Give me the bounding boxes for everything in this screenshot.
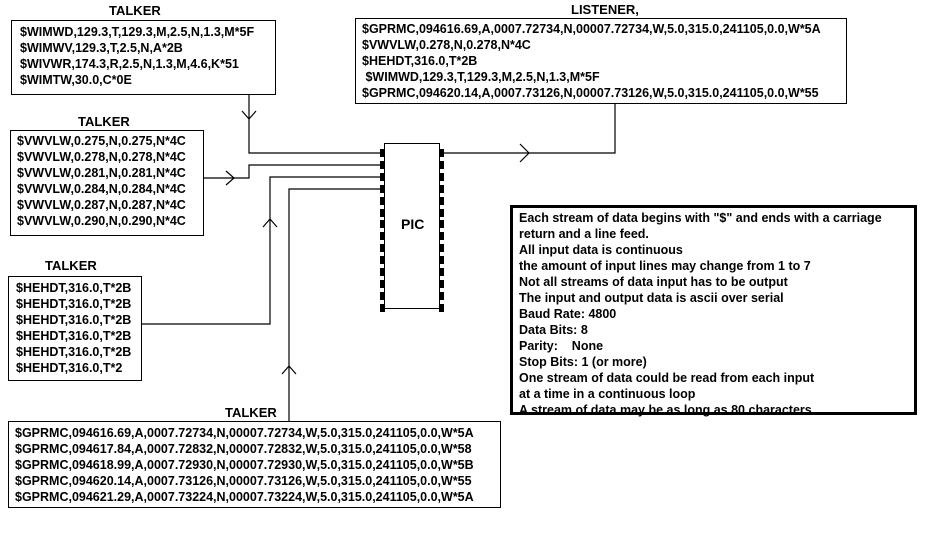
- chip-pin-left: [380, 149, 385, 157]
- arrow-up-icon: [262, 218, 278, 228]
- note-line: One stream of data could be read from ea…: [519, 371, 815, 385]
- chip-pin-left: [380, 268, 385, 276]
- talker-3-line: $HEHDT,316.0,T*2B: [16, 297, 132, 311]
- talker-1-line: $WIVWR,174.3,R,2.5,N,1.3,M,4.6,K*51: [20, 57, 239, 71]
- talker-2-line: $VWVLW,0.275,N,0.275,N*4C: [17, 134, 186, 148]
- chip-pin-left: [380, 303, 385, 312]
- arrow-up-icon: [281, 365, 297, 375]
- chip-pin-left: [380, 244, 385, 253]
- arrow-right-icon: [519, 143, 530, 163]
- chip-pin-left: [380, 208, 385, 217]
- chip-pin-left: [380, 184, 385, 193]
- note-line: Each stream of data begins with "$" and …: [519, 211, 882, 225]
- talker-2-label: TALKER: [78, 114, 130, 129]
- talker-2-line: $VWVLW,0.287,N,0.287,N*4C: [17, 198, 186, 212]
- chip-pin-left: [380, 279, 385, 288]
- chip-pin-right: [439, 196, 444, 205]
- chip-pin-left: [380, 172, 385, 181]
- wire-listener: [441, 103, 616, 154]
- listener-line: $WIMWD,129.3,T,129.3,M,2.5,N,1.3,M*5F: [362, 70, 600, 84]
- wire-talker-1: [248, 94, 381, 154]
- wire-talker-3: [141, 176, 381, 325]
- chip-pin-right: [439, 268, 444, 276]
- talker-2-line: $VWVLW,0.278,N,0.278,N*4C: [17, 150, 186, 164]
- chip-pin-right: [439, 232, 444, 241]
- wire-talker-2: [203, 164, 381, 179]
- talker-2-box: $VWVLW,0.275,N,0.275,N*4C $VWVLW,0.278,N…: [10, 130, 204, 236]
- listener-label: LISTENER,: [571, 2, 639, 17]
- talker-4-box: $GPRMC,094616.69,A,0007.72734,N,00007.72…: [8, 421, 501, 508]
- chip-pin-right: [439, 208, 444, 217]
- listener-line: $GPRMC,094620.14,A,0007.73126,N,00007.73…: [362, 86, 819, 100]
- pic-chip-label: PIC: [401, 216, 425, 232]
- talker-4-line: $GPRMC,094617.84,A,0007.72832,N,00007.72…: [15, 442, 472, 456]
- talker-3-line: $HEHDT,316.0,T*2B: [16, 329, 132, 343]
- chip-pin-left: [380, 160, 385, 169]
- chip-pin-right: [439, 149, 444, 157]
- talker-2-line: $VWVLW,0.281,N,0.281,N*4C: [17, 166, 186, 180]
- talker-3-label: TALKER: [45, 258, 97, 273]
- listener-box: $GPRMC,094616.69,A,0007.72734,N,00007.72…: [355, 18, 847, 104]
- chip-pin-right: [439, 279, 444, 288]
- listener-line: $VWVLW,0.278,N,0.278,N*4C: [362, 38, 531, 52]
- talker-1-line: $WIMTW,30.0,C*0E: [20, 73, 132, 87]
- chip-pin-right: [439, 160, 444, 169]
- chip-pin-left: [380, 196, 385, 205]
- chip-pin-right: [439, 184, 444, 193]
- note-line: the amount of input lines may change fro…: [519, 259, 811, 273]
- talker-3-line: $HEHDT,316.0,T*2B: [16, 345, 132, 359]
- note-line: return and a line feed.: [519, 227, 649, 241]
- chip-pin-right: [439, 303, 444, 312]
- chip-pin-left: [380, 291, 385, 300]
- chip-pin-right: [439, 291, 444, 300]
- chip-pin-left: [380, 232, 385, 241]
- chip-pin-right: [439, 244, 444, 253]
- note-line: The input and output data is ascii over …: [519, 291, 784, 305]
- chip-pin-right: [439, 256, 444, 265]
- note-line: at a time in a continuous loop: [519, 387, 696, 401]
- talker-4-line: $GPRMC,094616.69,A,0007.72734,N,00007.72…: [15, 426, 474, 440]
- chip-pin-left: [380, 256, 385, 265]
- talker-2-line: $VWVLW,0.284,N,0.284,N*4C: [17, 182, 186, 196]
- note-line: A stream of data may be as long as 80 ch…: [519, 403, 812, 417]
- arrow-down-icon: [241, 110, 257, 120]
- requirements-notes-box: Each stream of data begins with "$" and …: [510, 205, 917, 417]
- talker-3-line: $HEHDT,316.0,T*2: [16, 361, 123, 375]
- chip-pin-left: [380, 220, 385, 229]
- note-line: Baud Rate: 4800: [519, 307, 617, 321]
- talker-4-label: TALKER: [225, 405, 277, 420]
- talker-3-box: $HEHDT,316.0,T*2B $HEHDT,316.0,T*2B $HEH…: [8, 276, 142, 381]
- note-line: Stop Bits: 1 (or more): [519, 355, 647, 369]
- talker-2-line: $VWVLW,0.290,N,0.290,N*4C: [17, 214, 186, 228]
- wire-talker-4: [288, 188, 381, 421]
- talker-3-line: $HEHDT,316.0,T*2B: [16, 313, 132, 327]
- talker-4-line: $GPRMC,094618.99,A,0007.72930,N,00007.72…: [15, 458, 474, 472]
- talker-4-line: $GPRMC,094620.14,A,0007.73126,N,00007.73…: [15, 474, 472, 488]
- listener-line: $HEHDT,316.0,T*2B: [362, 54, 478, 68]
- talker-1-line: $WIMWD,129.3,T,129.3,M,2.5,N,1.3,M*5F: [20, 25, 255, 39]
- listener-line: $GPRMC,094616.69,A,0007.72734,N,00007.72…: [362, 22, 821, 36]
- talker-3-line: $HEHDT,316.0,T*2B: [16, 281, 132, 295]
- pic-chip: PIC: [384, 143, 440, 309]
- talker-4-line: $GPRMC,094621.29,A,0007.73224,N,00007.73…: [15, 490, 474, 504]
- talker-1-label: TALKER: [109, 3, 161, 18]
- note-line: Parity: None: [519, 339, 604, 353]
- note-line: All input data is continuous: [519, 243, 683, 257]
- note-line: Data Bits: 8: [519, 323, 588, 337]
- chip-pin-right: [439, 220, 444, 229]
- arrow-right-icon: [225, 170, 235, 186]
- chip-pin-right: [439, 172, 444, 181]
- note-line: Not all streams of data input has to be …: [519, 275, 788, 289]
- talker-1-box: $WIMWD,129.3,T,129.3,M,2.5,N,1.3,M*5F $W…: [11, 20, 276, 95]
- talker-1-line: $WIMWV,129.3,T,2.5,N,A*2B: [20, 41, 183, 55]
